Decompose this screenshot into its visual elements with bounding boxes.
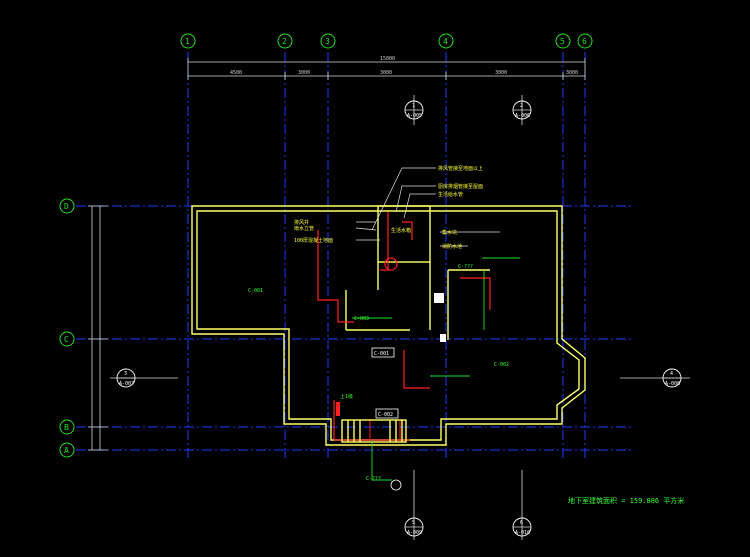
svg-text:C: C <box>64 335 69 344</box>
axis-bubble-2: 2 <box>277 33 293 49</box>
building-outline <box>191 205 586 446</box>
tag-c-top: C-??? <box>458 264 473 270</box>
svg-text:6: 6 <box>520 520 523 526</box>
section-mark-bottom-2: 6 A-010 <box>512 470 532 540</box>
svg-text:6: 6 <box>582 37 587 46</box>
room-tag-1: C-001 <box>371 347 395 358</box>
axis-bubble-6: 6 <box>577 33 593 49</box>
pipe-network <box>317 212 491 441</box>
svg-text:D: D <box>64 202 69 211</box>
svg-text:A-009: A-009 <box>407 530 422 536</box>
svg-text:A-010: A-010 <box>515 530 530 536</box>
dimension-segments: 4500 3000 3000 3000 3000 <box>188 70 585 80</box>
svg-text:A-008: A-008 <box>665 381 680 387</box>
svg-text:5: 5 <box>560 37 565 46</box>
axis-bubble-4: 4 <box>438 33 454 49</box>
note-fire-pool: 消防水池 <box>442 243 462 250</box>
axis-bubble-1: 1 <box>180 33 196 49</box>
note-shaft: 排风井 <box>294 219 309 226</box>
interior-core <box>345 205 490 342</box>
note-water-pipe: 生活给水管 <box>438 191 463 198</box>
svg-text:A-006: A-006 <box>515 113 530 119</box>
service-lines <box>352 257 520 481</box>
svg-text:3000: 3000 <box>380 70 392 76</box>
svg-text:3: 3 <box>124 371 127 377</box>
axis-bubble-3: 3 <box>320 33 336 49</box>
svg-text:2: 2 <box>282 37 287 46</box>
tag-room-left: C-001 <box>248 288 263 294</box>
axis-bubble-5: 5 <box>555 33 571 49</box>
area-note: 地下室建筑面积 = 159.886 平方米 <box>568 496 684 505</box>
svg-text:4: 4 <box>670 371 673 377</box>
svg-text:2: 2 <box>520 103 523 109</box>
room-tag-bottom: C-??? <box>366 476 402 491</box>
annotation-leaders <box>355 167 500 247</box>
svg-text:A-005: A-005 <box>407 113 422 119</box>
svg-text:A: A <box>64 446 69 455</box>
room-tag-2: C-002 <box>375 408 399 419</box>
svg-text:1: 1 <box>185 37 190 46</box>
section-mark-top-2: 2 A-006 <box>512 95 532 125</box>
svg-text:B: B <box>64 423 69 432</box>
svg-text:C-???: C-??? <box>366 476 381 482</box>
svg-text:15000: 15000 <box>380 56 395 62</box>
svg-text:3: 3 <box>325 37 330 46</box>
svg-text:1: 1 <box>412 103 415 109</box>
note-slab: 100厚混凝土地面 <box>294 237 333 244</box>
note-exhaust: 排风管接至地面以上 <box>438 165 483 172</box>
note-sump: 集水坑 <box>442 229 457 236</box>
svg-text:C-001: C-001 <box>374 351 389 357</box>
tag-c-mid: C-003 <box>354 316 369 322</box>
section-mark-left: 3 A-007 <box>110 368 178 388</box>
svg-text:4: 4 <box>443 37 448 46</box>
axis-bubble-C: C <box>59 331 75 347</box>
tag-stair-up: 上1级 <box>340 393 353 400</box>
note-kitchen-flue: 厨房排烟管接至屋面 <box>438 183 483 190</box>
axis-bubble-A: A <box>59 442 75 458</box>
note-tank: 生活水箱 <box>391 227 411 234</box>
stair <box>341 419 407 443</box>
axis-bubble-D: D <box>59 198 75 214</box>
section-mark-bottom-1: 5 A-009 <box>404 470 424 540</box>
section-mark-right: 4 A-008 <box>620 368 690 388</box>
axis-bubble-B: B <box>59 419 75 435</box>
svg-text:3000: 3000 <box>495 70 507 76</box>
dimension-left <box>88 205 108 451</box>
svg-text:A-007: A-007 <box>119 381 134 387</box>
note-downpipe: 雨水立管 <box>294 225 314 232</box>
svg-text:3000: 3000 <box>298 70 310 76</box>
svg-text:3000: 3000 <box>566 70 578 76</box>
section-mark-top-1: 1 A-005 <box>404 95 424 125</box>
svg-text:C-002: C-002 <box>378 412 393 418</box>
svg-text:5: 5 <box>412 520 415 526</box>
svg-text:4500: 4500 <box>230 70 242 76</box>
tag-room-right: C-002 <box>494 362 509 368</box>
